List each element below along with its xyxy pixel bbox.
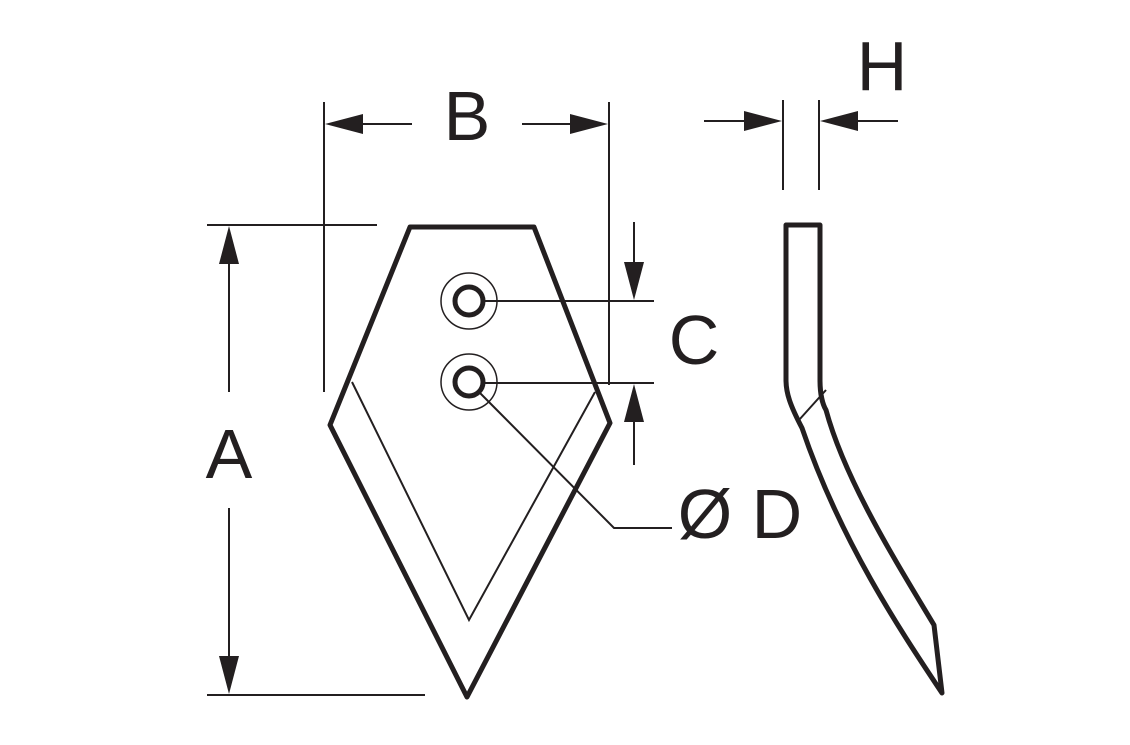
dimension-b-left-arrow — [325, 114, 363, 134]
label-d: Ø D — [678, 475, 802, 553]
dimension-h-left-arrow — [744, 111, 782, 131]
label-a: A — [206, 415, 253, 493]
mounting-hole-upper — [452, 284, 486, 318]
label-b: B — [444, 77, 491, 155]
label-h: H — [857, 27, 908, 105]
dimension-b — [323, 102, 610, 392]
dimension-c-bottom-arrow — [624, 384, 644, 422]
side-profile-bevel — [798, 389, 827, 421]
label-c: C — [669, 301, 720, 379]
side-profile-outline — [783, 222, 945, 696]
dimension-a — [207, 224, 425, 696]
dimension-b-right-arrow — [570, 114, 608, 134]
dimension-h-right-arrow — [820, 111, 858, 131]
blade-outline — [327, 224, 613, 700]
blade-side-view — [783, 222, 945, 696]
dimension-c — [483, 222, 654, 465]
dimension-h — [704, 100, 898, 190]
dimension-c-top-arrow — [624, 262, 644, 300]
dimension-a-bottom-arrow — [219, 656, 239, 694]
blade-bevel-line — [351, 381, 596, 623]
dimension-d-leader — [477, 390, 672, 529]
dimension-a-top-arrow — [219, 226, 239, 264]
blade-front-view — [327, 224, 613, 700]
